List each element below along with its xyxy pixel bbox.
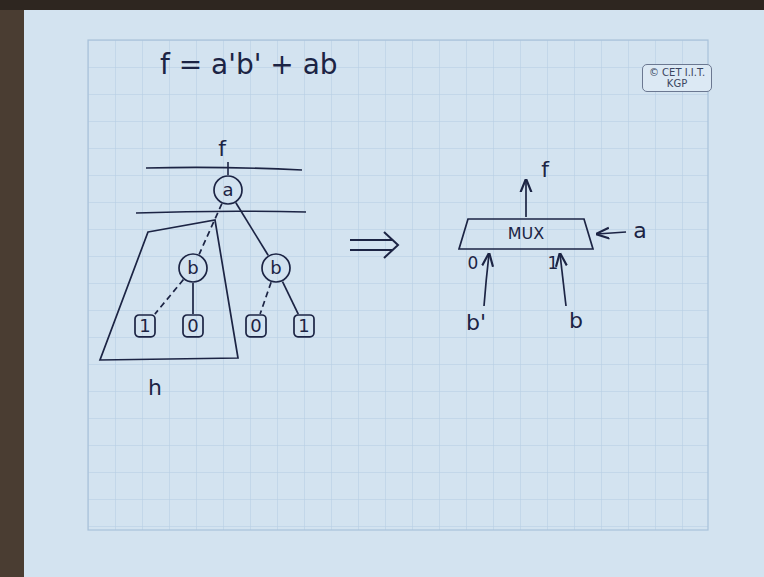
subtree-triangle: hb10 [96,216,242,364]
formula-title: f = a'b' + ab [160,50,338,81]
function-label: f [218,137,226,161]
terminal-node: 1 [293,314,315,338]
node-label: 0 [250,316,261,336]
node-label: b [187,258,198,278]
node-label: MUX [508,225,544,243]
then-edge [283,282,299,315]
input-index: 0 [468,254,479,273]
input-line [227,162,229,175]
select-label: a [633,219,646,243]
subtree-label: h [148,376,162,400]
terminal-node: 0 [182,314,204,338]
input-signal: b [569,309,583,333]
else-edge [199,204,222,255]
grid-area [88,40,708,530]
implies-arrow [350,232,398,258]
input-index: 1 [548,254,559,273]
node-label: 1 [139,316,150,336]
terminal-node: 0 [245,314,267,338]
variable-node: a [213,175,243,205]
terminal-node: 1 [134,314,156,338]
node-label: 1 [298,316,309,336]
then-edge [192,283,194,314]
node-label: b [270,258,281,278]
node-label: 0 [187,316,198,336]
variable-node: b [178,253,208,283]
mux-wires [484,180,626,306]
input-signal: b' [466,311,486,335]
mux-block: MUX [458,218,594,250]
node-label: a [222,180,233,200]
else-edge [260,282,271,314]
paper-sheet [24,10,764,577]
tri-outline [96,216,242,364]
else-edge [155,280,184,315]
then-edge [236,203,268,255]
output-label: f [541,158,549,182]
variable-node: b [261,253,291,283]
band-line [146,167,302,170]
watermark: © CET I.I.T. KGP [642,64,712,92]
band-line [136,211,306,213]
